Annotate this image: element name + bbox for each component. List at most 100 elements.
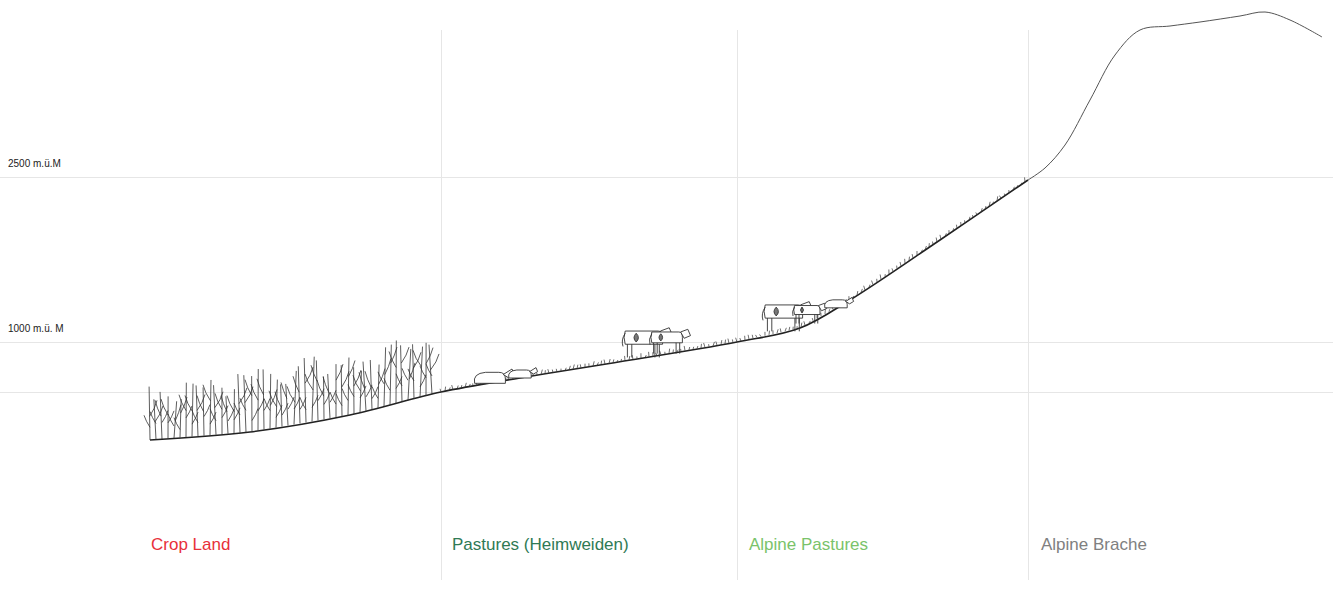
crop-stalk — [378, 365, 379, 408]
grass-tuft — [548, 369, 549, 373]
crop-leaf — [372, 387, 378, 399]
crop-leaf — [384, 378, 390, 390]
grass-tuft — [997, 196, 999, 201]
grass-tuft — [909, 257, 910, 261]
grass-tuft — [756, 335, 757, 338]
crop-leaf — [426, 364, 432, 376]
grass-tuft — [904, 259, 905, 263]
grass-tuft — [704, 343, 705, 347]
grass-tuft — [708, 344, 709, 347]
crop-leaf — [252, 409, 258, 421]
crop-leaf — [409, 363, 415, 379]
crop-stalk — [353, 367, 354, 414]
crop-leaf — [287, 386, 295, 402]
grass-tuft — [989, 202, 990, 207]
crop-leaf — [155, 406, 163, 422]
crop-leaf — [336, 394, 342, 406]
crop-leaf — [359, 372, 365, 388]
grass-tuft — [565, 368, 566, 371]
grass-tuft — [793, 327, 794, 330]
grass-tuft — [880, 274, 882, 279]
grass-tuft — [1004, 194, 1006, 196]
crop-leaf — [150, 412, 156, 424]
crop-leaf — [385, 359, 391, 375]
grass-tuft — [693, 347, 695, 350]
grass-tuft — [885, 274, 886, 277]
grass-tuft — [744, 336, 745, 340]
grass-texture — [440, 177, 1025, 392]
crop-stalk — [276, 380, 277, 428]
crop-stalk — [304, 358, 306, 422]
crop-leaf — [353, 375, 361, 391]
crop-leaf — [162, 411, 168, 423]
grass-tuft — [900, 262, 902, 266]
elevation-label: 1000 m.ü. M — [6, 323, 66, 335]
crop-stalk — [221, 388, 222, 435]
grass-tuft — [857, 291, 859, 295]
grass-tuft — [716, 341, 717, 345]
zone-label: Crop Land — [149, 535, 232, 555]
crop-stalk — [203, 387, 205, 435]
crop-leaf — [305, 374, 313, 390]
grass-tuft — [736, 338, 737, 342]
grass-tuft — [684, 346, 686, 351]
grass-tuft — [945, 233, 946, 236]
crop-leaf — [204, 405, 210, 417]
crop-stalk — [214, 385, 216, 435]
crop-stalk — [390, 345, 391, 405]
grass-tuft — [936, 238, 938, 242]
crop-leaf — [275, 392, 281, 408]
crop-leaf — [305, 367, 313, 383]
grass-tuft — [969, 217, 971, 220]
cow-figure — [649, 329, 690, 353]
crop-stalk — [323, 376, 324, 419]
crop-stalk — [226, 396, 228, 433]
crop-leaf — [401, 347, 409, 363]
crop-leaf — [144, 415, 150, 427]
crop-leaf — [192, 410, 198, 422]
grass-tuft — [536, 373, 537, 376]
crop-leaf — [293, 376, 299, 392]
grass-tuft — [472, 383, 473, 386]
grass-tuft — [728, 339, 729, 344]
grass-tuft — [588, 363, 589, 366]
crop-leaf — [264, 398, 270, 410]
grass-tuft — [1024, 177, 1025, 182]
crop-stalk — [370, 360, 372, 409]
crop-leaf — [379, 369, 385, 385]
grass-tuft — [820, 313, 821, 317]
zone-label: Pastures (Heimweiden) — [450, 535, 631, 555]
grass-tuft — [801, 323, 803, 328]
grass-tuft — [1000, 196, 1001, 199]
grass-tuft — [985, 206, 986, 209]
grass-tuft — [876, 279, 877, 282]
grass-tuft — [925, 246, 926, 250]
crop-stalk — [192, 384, 193, 437]
crop-leaf — [365, 371, 371, 387]
grass-tuft — [748, 335, 750, 340]
crop-leaf — [389, 351, 396, 367]
crop-leaf — [175, 405, 181, 421]
grass-tuft — [569, 366, 570, 370]
crop-stalk — [286, 384, 288, 426]
grid-lines — [0, 30, 1333, 580]
crop-stalk — [298, 366, 300, 423]
cow-figure — [793, 303, 827, 323]
grass-tuft — [629, 356, 631, 360]
crop-leaf — [431, 354, 439, 370]
grass-tuft — [609, 359, 610, 363]
crop-stalk — [426, 343, 427, 396]
grass-tuft — [953, 228, 955, 231]
crop-stalk — [168, 396, 169, 438]
grass-tuft — [617, 360, 619, 362]
grass-tuft — [457, 386, 458, 390]
crop-stalk — [154, 399, 156, 439]
crop-stalks — [144, 340, 439, 440]
zone-divider — [441, 30, 442, 580]
grass-tuft — [921, 250, 922, 253]
crop-leaf — [228, 409, 234, 421]
grass-tuft — [604, 360, 606, 365]
grass-tuft — [912, 254, 914, 258]
crop-leaf — [402, 368, 408, 380]
